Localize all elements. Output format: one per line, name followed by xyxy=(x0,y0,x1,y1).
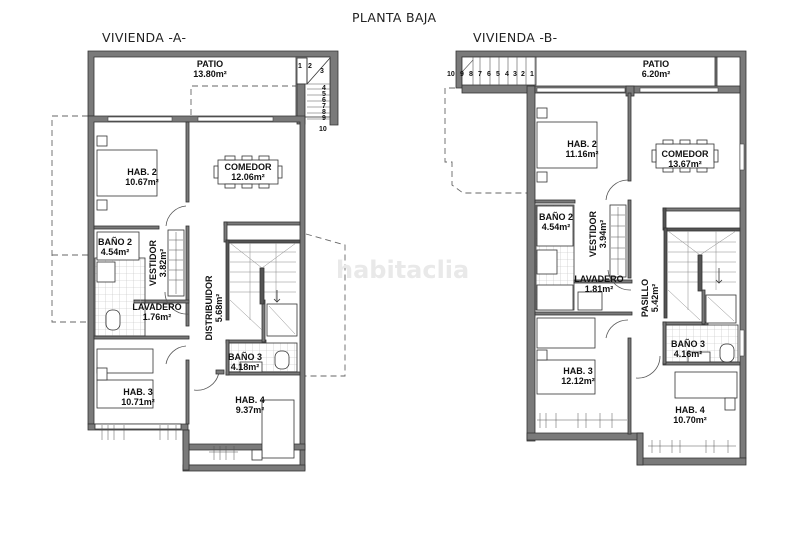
stair-step-b-8: 8 xyxy=(469,71,473,78)
stair-step-a-7: 7 xyxy=(322,103,326,110)
room-label-a-comedor: COMEDOR 12.06m² xyxy=(224,162,272,182)
page-title: PLANTA BAJA xyxy=(352,10,437,25)
vivienda-b-plan xyxy=(444,50,747,466)
stair-step-b-7: 7 xyxy=(478,71,482,78)
room-label-a-bano3: BAÑO 3 4.18m² xyxy=(227,352,262,372)
vivienda-a-plan xyxy=(51,50,346,472)
stair-step-a-2: 2 xyxy=(308,63,312,70)
stair-step-b-5: 5 xyxy=(496,71,500,78)
room-label-a-hab3: HAB. 3 10.71m² xyxy=(121,387,155,407)
room-label-a-distribuidor: DISTRIBUIDOR 5.68m² xyxy=(204,275,224,341)
stair-step-a-3: 3 xyxy=(320,68,324,75)
room-label-b-pasillo: PASILLO 5.42m² xyxy=(640,278,660,318)
stair-step-a-1: 1 xyxy=(298,63,302,70)
vivienda-b-title: VIVIENDA -B- xyxy=(473,30,558,45)
room-label-a-lavadero: LAVADERO 1.76m² xyxy=(132,302,182,322)
stair-step-b-1: 1 xyxy=(530,71,534,78)
stair-step-a-5: 5 xyxy=(322,91,326,98)
room-label-b-bano3: BAÑO 3 4.16m² xyxy=(670,339,705,359)
room-label-b-vestidor: VESTIDOR 3.94m² xyxy=(588,211,608,258)
room-label-a-bano2: BAÑO 2 4.54m² xyxy=(97,237,132,257)
room-label-a-hab4: HAB. 4 9.37m² xyxy=(235,395,265,415)
room-label-b-bano2: BAÑO 2 4.54m² xyxy=(538,212,573,232)
stair-step-a-8: 8 xyxy=(322,109,326,116)
stair-step-b-3: 3 xyxy=(513,71,517,78)
watermark: habitaclia xyxy=(336,256,470,284)
room-label-a-vestidor: VESTIDOR 3.82m² xyxy=(148,240,168,287)
room-label-b-hab3: HAB. 3 12.12m² xyxy=(561,366,595,386)
stair-step-b-9: 9 xyxy=(460,71,464,78)
stair-step-b-6: 6 xyxy=(487,71,491,78)
stair-step-a-4: 4 xyxy=(322,85,326,92)
room-label-a-hab2: HAB. 2 10.67m² xyxy=(125,167,159,187)
room-label-b-lavadero: LAVADERO 1.81m² xyxy=(574,274,624,294)
stair-step-b-10: 10 xyxy=(447,71,455,78)
stair-step-b-4: 4 xyxy=(505,71,509,78)
room-label-b-comedor: COMEDOR 13.67m² xyxy=(661,149,709,169)
stair-step-a-9: 9 xyxy=(322,115,326,122)
stair-step-a-6: 6 xyxy=(322,97,326,104)
stair-step-a-10: 10 xyxy=(319,126,327,133)
room-label-b-hab2: HAB. 2 11.16m² xyxy=(565,139,599,159)
room-label-a-patio: PATIO 13.80m² xyxy=(193,59,227,79)
stair-step-b-2: 2 xyxy=(521,71,525,78)
vivienda-a-title: VIVIENDA -A- xyxy=(102,30,187,45)
room-label-b-hab4: HAB. 4 10.70m² xyxy=(673,405,707,425)
room-label-b-patio: PATIO 6.20m² xyxy=(641,59,671,79)
